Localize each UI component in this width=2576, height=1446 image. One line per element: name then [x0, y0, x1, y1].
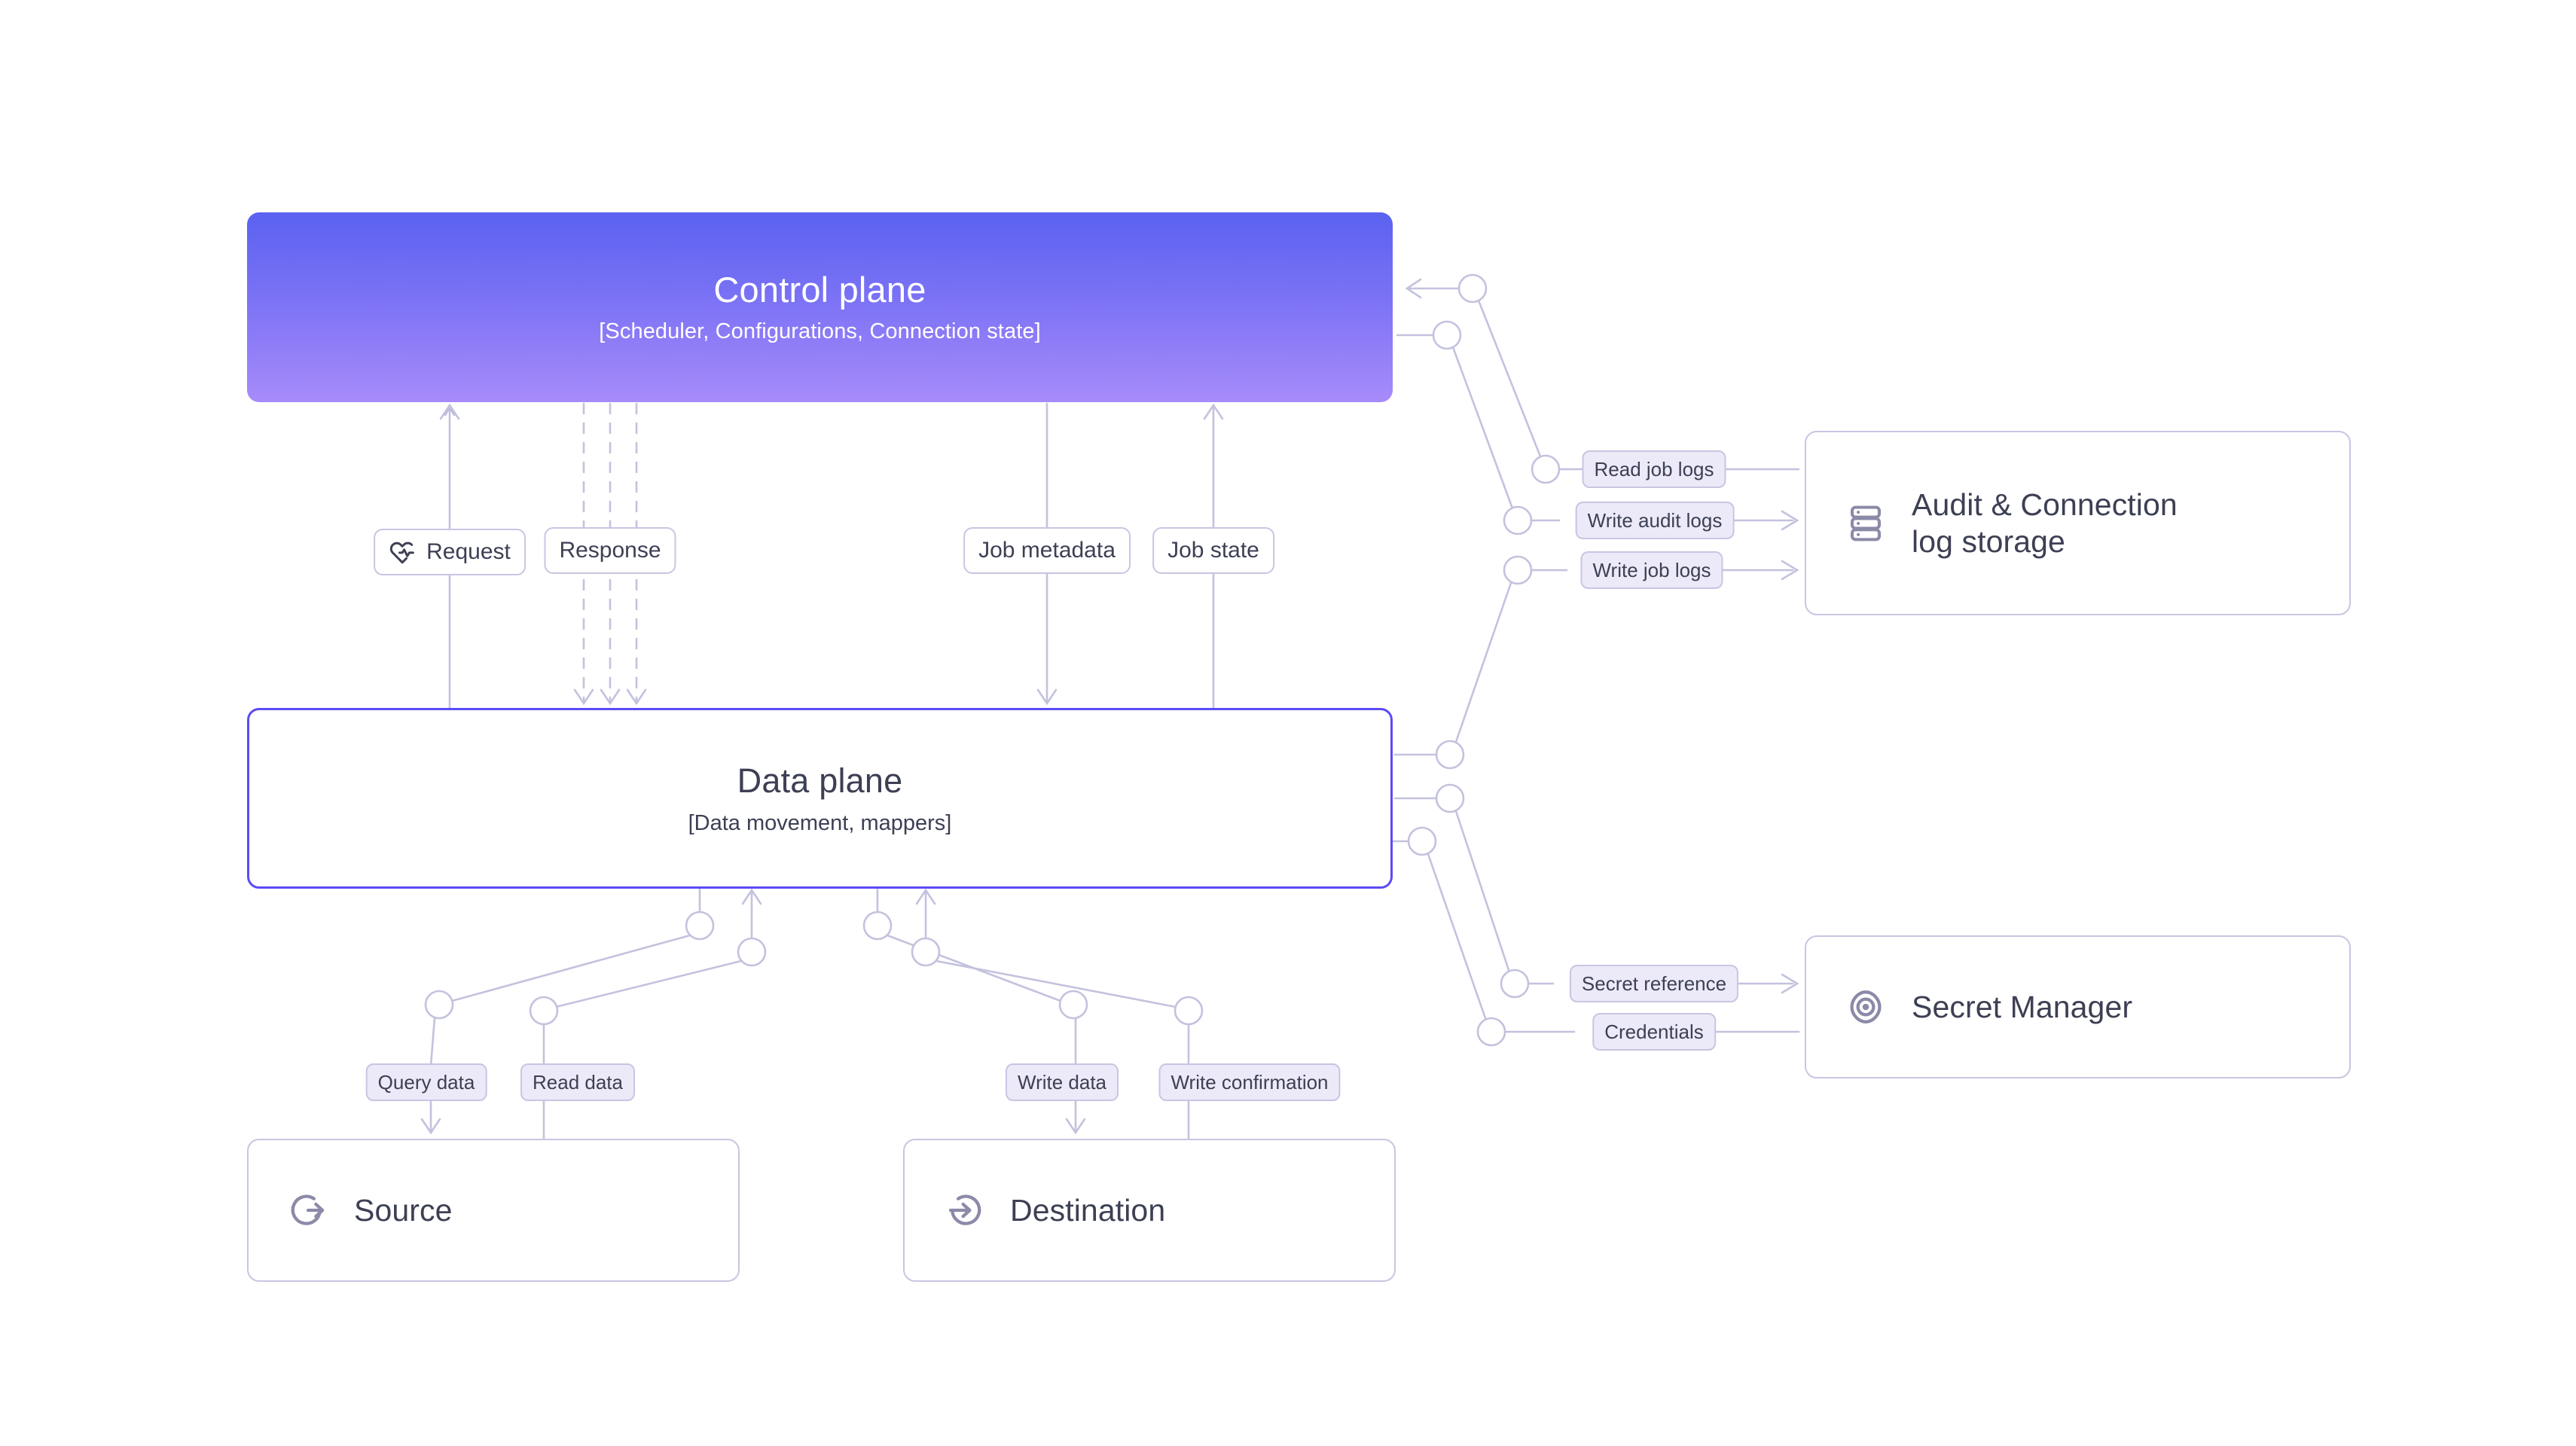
- edge-label-credentials[interactable]: Credentials: [1592, 1013, 1716, 1051]
- edge-label-read-job-logs-text: Read job logs: [1594, 457, 1714, 480]
- edge-label-response-text: Response: [559, 538, 661, 563]
- edge-label-job-metadata[interactable]: Job metadata: [963, 527, 1131, 574]
- edge-label-write-data-text: Write data: [1017, 1070, 1107, 1094]
- server-rack-icon: [1850, 505, 1882, 541]
- data-plane-title: Data plane: [737, 761, 903, 800]
- data-plane-node[interactable]: Data plane [Data movement, mappers]: [247, 708, 1393, 889]
- edge-label-write-audit-logs-text: Write audit logs: [1587, 508, 1723, 532]
- edge-label-job-state[interactable]: Job state: [1152, 527, 1274, 574]
- source-label: Source: [354, 1192, 453, 1228]
- edge-label-secret-reference[interactable]: Secret reference: [1569, 965, 1739, 1002]
- audit-log-storage-label: Audit & Connection log storage: [1912, 487, 2178, 560]
- control-plane-node[interactable]: Control plane [Scheduler, Configurations…: [247, 212, 1393, 402]
- edge-label-write-data[interactable]: Write data: [1005, 1063, 1119, 1101]
- audit-log-storage-node[interactable]: Audit & Connection log storage: [1805, 431, 2351, 615]
- edge-label-credentials-text: Credentials: [1604, 1020, 1704, 1043]
- edge-label-query-data-text: Query data: [377, 1070, 475, 1094]
- arrow-out-circle-icon: [291, 1194, 325, 1225]
- edge-label-request[interactable]: Request: [374, 529, 526, 575]
- edge-label-read-data[interactable]: Read data: [520, 1063, 635, 1101]
- edge-label-write-confirmation-text: Write confirmation: [1170, 1070, 1329, 1094]
- edge-label-secret-reference-text: Secret reference: [1581, 972, 1727, 995]
- edge-label-request-text: Request: [426, 539, 511, 564]
- edge-label-query-data[interactable]: Query data: [365, 1063, 487, 1101]
- target-eye-icon: [1850, 990, 1882, 1023]
- control-plane-subtitle: [Scheduler, Configurations, Connection s…: [599, 319, 1041, 344]
- secret-manager-label: Secret Manager: [1912, 989, 2133, 1024]
- data-plane-subtitle: [Data movement, mappers]: [688, 810, 952, 835]
- edge-label-write-audit-logs[interactable]: Write audit logs: [1575, 502, 1735, 539]
- edge-label-write-confirmation[interactable]: Write confirmation: [1158, 1063, 1341, 1101]
- edge-label-job-metadata-text: Job metadata: [978, 538, 1116, 563]
- destination-node[interactable]: Destination: [903, 1139, 1396, 1282]
- edge-label-write-job-logs[interactable]: Write job logs: [1580, 551, 1723, 589]
- edge-label-read-data-text: Read data: [533, 1070, 623, 1094]
- edge-label-read-job-logs[interactable]: Read job logs: [1582, 450, 1726, 488]
- heart-pulse-icon: [389, 541, 414, 564]
- control-plane-title: Control plane: [713, 269, 926, 310]
- secret-manager-node[interactable]: Secret Manager: [1805, 935, 2351, 1078]
- audit-log-storage-line2: log storage: [1912, 523, 2065, 559]
- edge-label-response[interactable]: Response: [544, 527, 676, 574]
- destination-label: Destination: [1010, 1192, 1166, 1228]
- arrow-in-circle-icon: [948, 1194, 981, 1225]
- edge-label-job-state-text: Job state: [1167, 538, 1259, 563]
- edge-label-write-job-logs-text: Write job logs: [1592, 558, 1711, 581]
- source-node[interactable]: Source: [247, 1139, 740, 1282]
- audit-log-storage-line1: Audit & Connection: [1912, 487, 2178, 523]
